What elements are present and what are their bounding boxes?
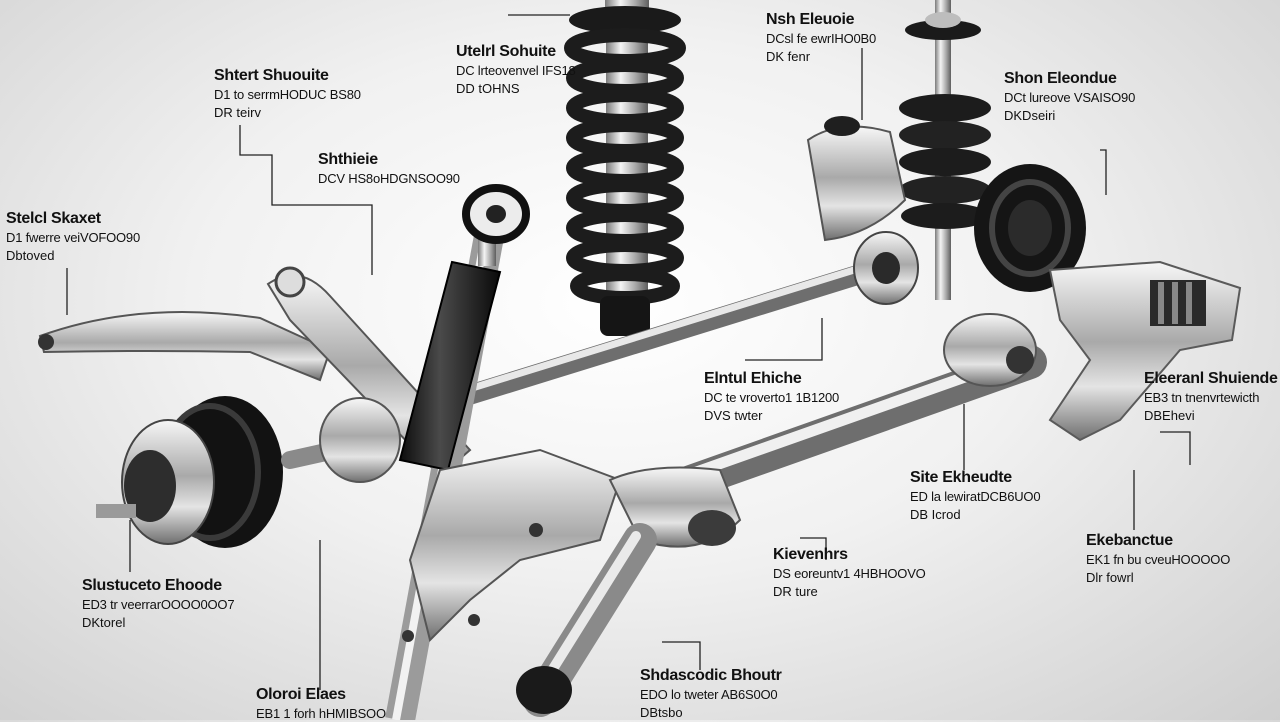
callout-title: Ekebanctue (1086, 532, 1173, 549)
leader-lines (66, 14, 1191, 690)
callout-label: Stelcl Skaxet D1 fwerre veiVOFOO90 Dbtov… (6, 209, 140, 263)
callout-code: ED3 tr veerrarOOOO0OO7 (82, 597, 235, 613)
callout-title: Slustuceto Ehoode (82, 577, 222, 594)
callout-qty: DKtorel (82, 614, 126, 630)
callout-label: Nsh Eleuoie DCsl fe ewrIHO0B0 DK fenr (766, 10, 876, 64)
callout-code: DCt lureove VSAISO90 (1004, 90, 1136, 106)
brake-drum-right (806, 116, 1086, 292)
callout-code: EB3 tn tnenvrtewicth (1144, 390, 1260, 406)
callout-code: D1 fwerre veiVOFOO90 (6, 230, 140, 246)
callout-qty: DR teirv (214, 104, 261, 120)
callout-title: Eleeranl Shuiende (1144, 370, 1278, 387)
callout-code: DC te vroverto1 1B1200 (704, 390, 840, 406)
callout-qty: DR ture (773, 583, 818, 599)
callout-code: D1 to serrmHODUC BS80 (214, 87, 361, 103)
callout-title: Kievenhrs (773, 546, 848, 563)
callout-qty: Dbtoved (6, 247, 55, 263)
wheel-hub-left (96, 396, 401, 548)
callout-qty: DBtsbo (640, 704, 683, 720)
callout-label: Slustuceto Ehoode ED3 tr veerrarOOOO0OO7… (82, 576, 235, 630)
callout-code: ED la lewiratDCB6UO0 (910, 489, 1041, 505)
callout-title: Utelrl Sohuite (456, 43, 556, 60)
callout-label: Kievenhrs DS eoreuntv1 4HBHOOVO DR ture (773, 545, 926, 599)
callout-title: Shon Eleondue (1004, 70, 1117, 87)
lower-bracket-center (402, 448, 742, 717)
callout-title: Oloroi Elaes (256, 686, 346, 703)
callout-label: Utelrl Sohuite DC lrteovenvel IFS18 DD t… (456, 42, 576, 96)
callout-label: Oloroi Elaes EB1 1 forh hHMIBSOO (256, 685, 386, 722)
callout-qty: Dlr fowrl (1086, 569, 1134, 585)
callout-qty: DK fenr (766, 48, 811, 64)
callout-title: Shthieie (318, 151, 378, 168)
callout-title: Site Ekheudte (910, 469, 1012, 486)
callout-code: EDO lo tweter AB6S0O0 (640, 687, 778, 703)
callout-label: Shthieie DCV HS8oHDGNSOO90 (318, 150, 460, 187)
coil-spring-top (564, 0, 686, 336)
callout-qty: DBEhevi (1144, 407, 1195, 423)
callout-title: Elntul Ehiche (704, 370, 802, 387)
callout-code: DC lrteovenvel IFS18 (456, 63, 576, 79)
callout-title: Stelcl Skaxet (6, 210, 101, 227)
steering-knuckle-right (1048, 260, 1242, 442)
callout-label: Shon Eleondue DCt lureove VSAISO90 DKDse… (1004, 69, 1135, 123)
callout-label: Ekebanctue EK1 fn bu cveuHOOOOO Dlr fowr… (1086, 531, 1230, 585)
callout-label: Shtert Shuouite D1 to serrmHODUC BS80 DR… (214, 66, 361, 120)
callout-code: EK1 fn bu cveuHOOOOO (1086, 552, 1231, 568)
callout-qty: DB Icrod (910, 506, 961, 522)
callout-qty: DKDseiri (1004, 107, 1056, 123)
callout-title: Shtert Shuouite (214, 67, 329, 84)
callout-qty: DVS twter (704, 407, 763, 423)
callout-label: Eleeranl Shuiende EB3 tn tnenvrtewicth D… (1144, 369, 1278, 423)
callout-label: Elntul Ehiche DC te vroverto1 1B1200 DVS… (704, 369, 839, 423)
shock-absorber-center (385, 184, 530, 720)
callout-label: Shdascodic Bhoutr EDO lo tweter AB6S0O0 … (640, 666, 782, 720)
callout-code: EB1 1 forh hHMIBSOO (256, 706, 386, 722)
callout-code: DS eoreuntv1 4HBHOOVO (773, 566, 926, 582)
callout-qty: DD tOHNS (456, 80, 520, 96)
strut-top-mount (899, 0, 991, 300)
callout-code: DCV HS8oHDGNSOO90 (318, 171, 460, 187)
callout-label: Site Ekheudte ED la lewiratDCB6UO0 DB Ic… (910, 468, 1041, 522)
callout-title: Shdascodic Bhoutr (640, 667, 782, 684)
callout-title: Nsh Eleuoie (766, 11, 855, 28)
callout-code: DCsl fe ewrIHO0B0 (766, 31, 877, 47)
